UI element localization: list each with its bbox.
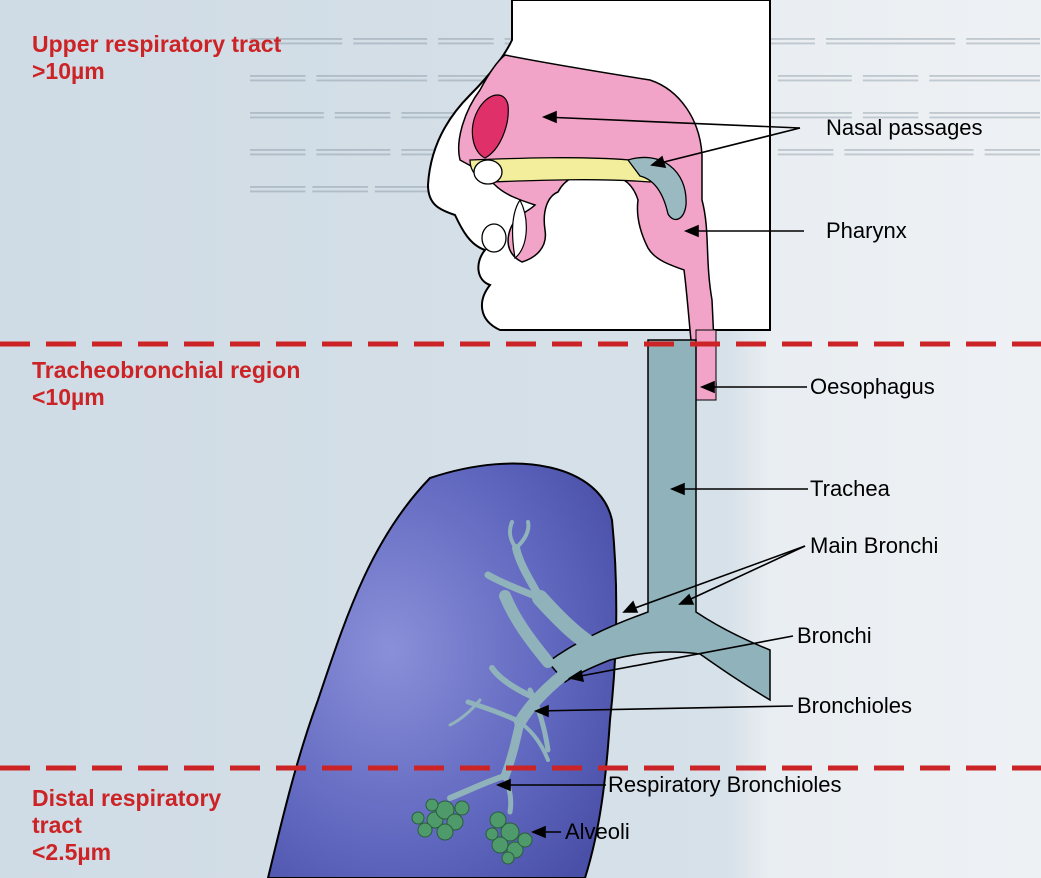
region-distal-title-line1: Distal respiratory xyxy=(32,785,221,812)
region-upper-title: Upper respiratory tract xyxy=(32,31,281,58)
region-tracheobronchial-title: Tracheobronchial region xyxy=(32,357,300,384)
label-bronchi: Bronchi xyxy=(797,623,872,649)
label-alveoli: Alveoli xyxy=(565,819,630,845)
label-trachea: Trachea xyxy=(810,476,890,502)
label-pharynx: Pharynx xyxy=(826,218,907,244)
label-bronchioles: Bronchioles xyxy=(797,693,912,719)
region-distal-respiratory: Distal respiratory tract <2.5µm xyxy=(32,785,221,866)
label-oesophagus: Oesophagus xyxy=(810,374,935,400)
region-distal-size: <2.5µm xyxy=(32,839,221,866)
region-upper-size: >10µm xyxy=(32,58,281,85)
region-tracheobronchial: Tracheobronchial region <10µm xyxy=(32,357,300,411)
region-upper-respiratory: Upper respiratory tract >10µm xyxy=(32,31,281,85)
region-tracheobronchial-size: <10µm xyxy=(32,384,300,411)
region-distal-title-line2: tract xyxy=(32,812,221,839)
label-nasal-passages: Nasal passages xyxy=(826,115,983,141)
label-respiratory-bronchioles: Respiratory Bronchioles xyxy=(608,772,842,798)
label-main-bronchi: Main Bronchi xyxy=(810,533,938,559)
